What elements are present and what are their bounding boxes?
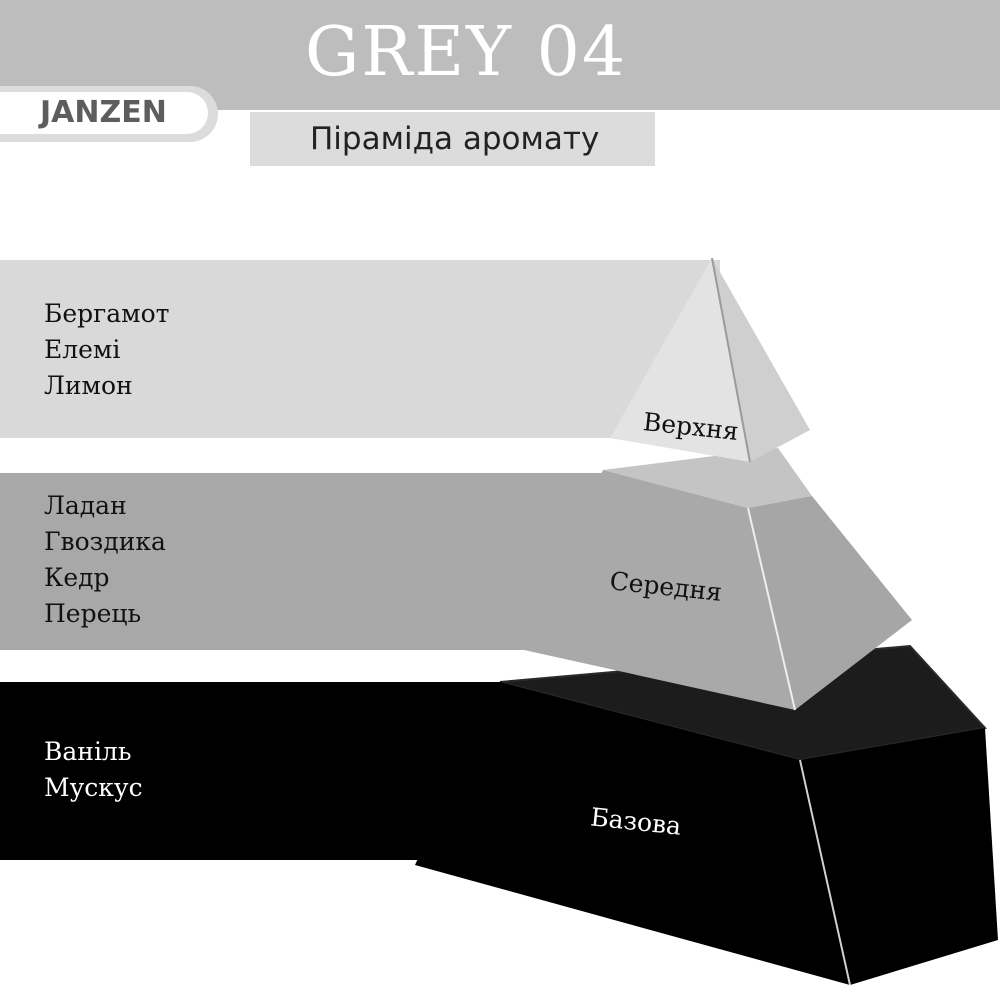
top-tier-front-face	[610, 258, 750, 462]
middle-tier-side-face	[748, 496, 912, 710]
note-item: Ваніль	[44, 737, 132, 766]
product-title: GREY 04	[305, 13, 628, 92]
note-item: Перець	[44, 599, 142, 628]
base-tier-edge	[799, 759, 851, 986]
middle-tier-edge	[747, 507, 796, 711]
subtitle: Піраміда аромату	[310, 121, 600, 157]
base-notes-list: Ваніль Мускус	[44, 734, 143, 806]
top-tier-side-face	[712, 258, 810, 462]
note-item: Гвоздика	[44, 527, 166, 556]
base-tier-front-face	[415, 682, 850, 985]
middle-notes-band	[0, 473, 620, 650]
note-item: Кедр	[44, 563, 110, 592]
brand-name: JANZEN	[40, 95, 167, 130]
note-item: Елемі	[44, 335, 121, 364]
top-notes-list: Бергамот Елемі Лимон	[44, 296, 170, 404]
top-tier-edge	[711, 257, 751, 463]
middle-notes-list: Ладан Гвоздика Кедр Перець	[44, 488, 166, 632]
note-item: Ладан	[44, 491, 127, 520]
note-item: Бергамот	[44, 299, 170, 328]
middle-tier-top-face	[603, 448, 812, 508]
note-item: Мускус	[44, 773, 143, 802]
top-tier: Верхня	[610, 257, 810, 463]
brand-tab-inner	[0, 92, 208, 134]
middle-tier-front-face	[515, 470, 795, 710]
middle-tier: Середня	[515, 448, 912, 711]
note-item: Лимон	[44, 371, 133, 400]
top-notes-band	[0, 260, 720, 438]
subtitle-box	[250, 112, 655, 166]
base-tier-side-face	[800, 728, 998, 985]
base-tier: Базова	[415, 644, 998, 986]
